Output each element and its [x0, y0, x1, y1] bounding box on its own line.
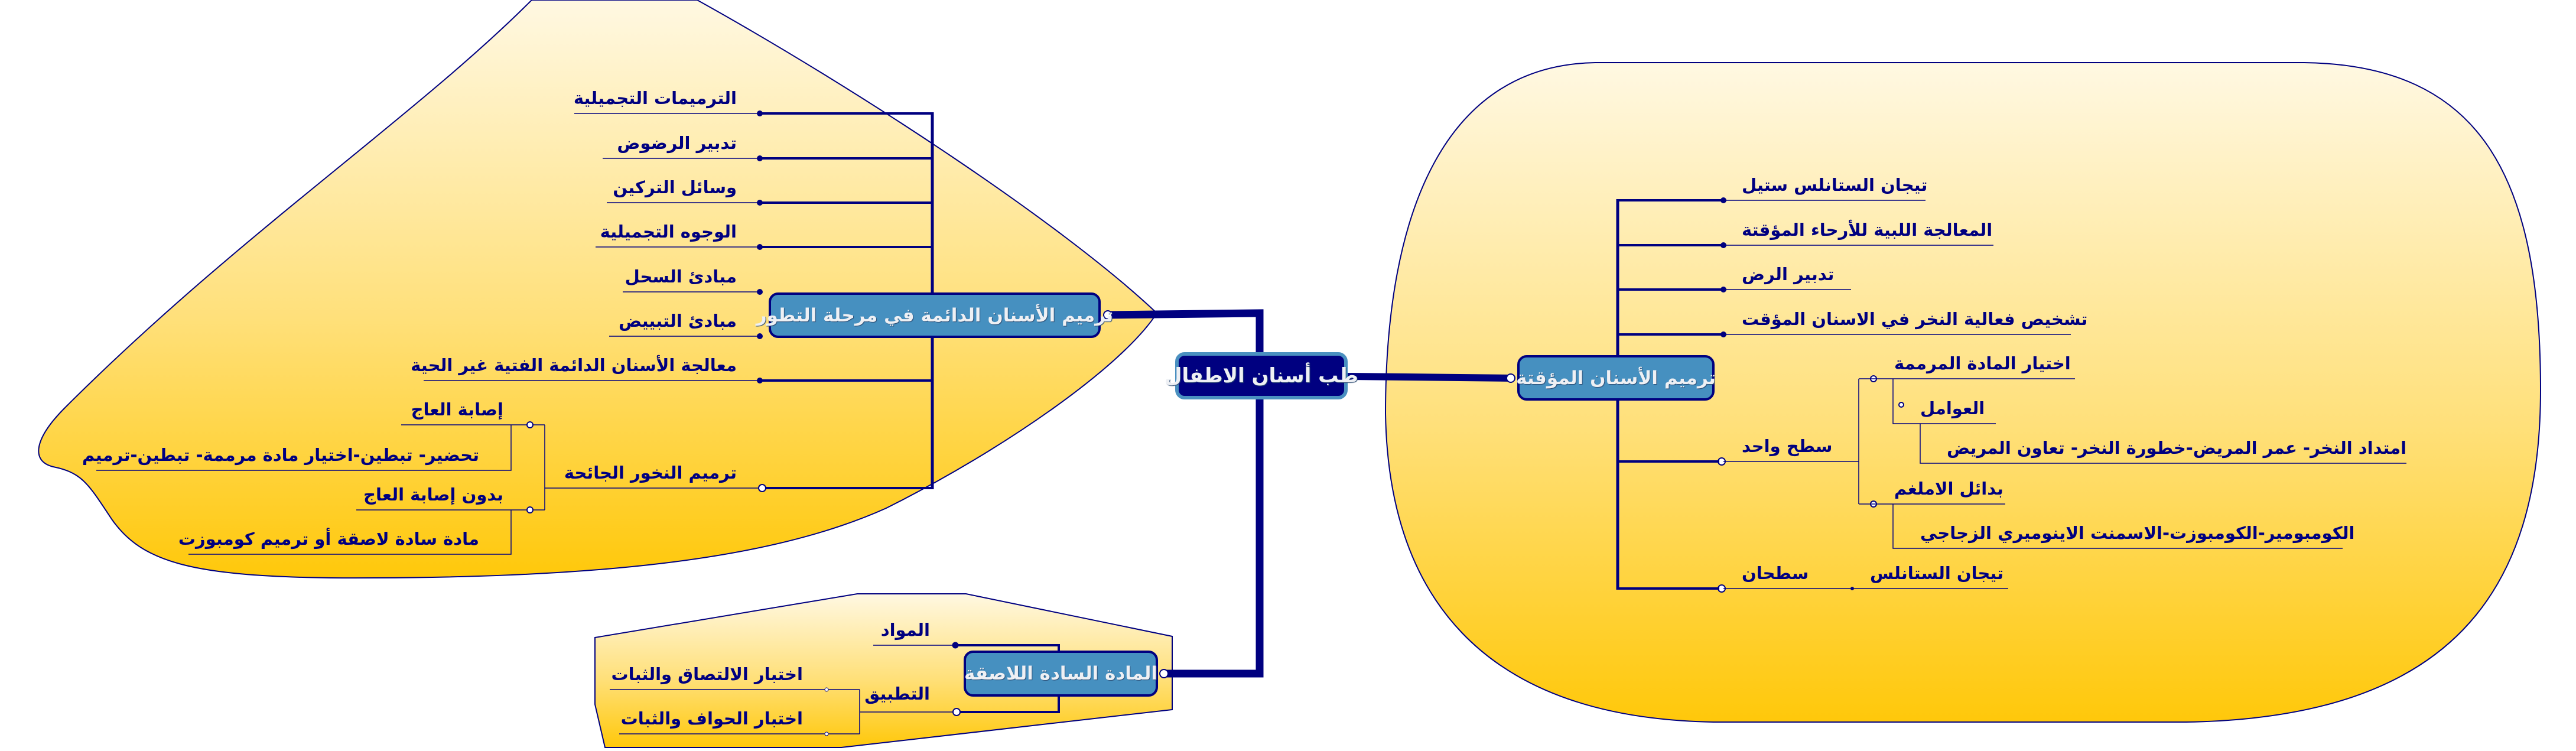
subtopic-label[interactable]: سطحان [1742, 563, 1809, 583]
topic-label: ترميم الأسنان الدائمة في مرحلة التطور [756, 304, 1114, 326]
subtopic-label[interactable]: اختبار الحواف والثبات [620, 708, 803, 729]
subtopic-label[interactable]: تحضير- تبطين-اختيار مادة مرممة- تبطين-تر… [82, 445, 479, 465]
left-branch-dots [757, 110, 763, 383]
bottom-region [594, 593, 1173, 748]
topic-sealant-material[interactable]: المادة السادة اللاصقة [964, 651, 1158, 697]
subtopic-label[interactable]: المواد [880, 620, 930, 640]
subtopic-label[interactable]: بدائل الاملغم [1894, 479, 2003, 499]
right-branch-dots [1720, 197, 1854, 590]
subtopic-label[interactable]: بدون إصابة العاج [363, 485, 503, 505]
subtopic-label[interactable]: تدبير الرض [1742, 264, 1835, 284]
subtopic-label[interactable]: تيجان الستانلس [1870, 563, 2004, 583]
subtopic-label[interactable]: اختبار الالتصاق والثبات [611, 664, 803, 684]
subtopic-label[interactable]: اختيار المادة المرممة [1894, 353, 2071, 373]
subtopic-label[interactable]: سطح واحد [1742, 436, 1833, 456]
subtopic-label[interactable]: المعالجة اللبية للأرحاء المؤقتة [1742, 220, 1993, 240]
topic-label: المادة السادة اللاصقة [964, 663, 1157, 684]
subtopic-label[interactable]: مبادئ التبييض [619, 311, 737, 331]
central-topic[interactable]: طب أسنان الاطفال [1165, 352, 1358, 399]
subtopic-label[interactable]: إصابة العاج [411, 399, 503, 420]
bottom-branch-lines [610, 642, 1060, 736]
subtopic-label[interactable]: الكومبومير-الكومبوزت-الاسمنت الاينوميري … [1920, 523, 2355, 543]
central-topic-label: طب أسنان الاطفال [1164, 364, 1359, 388]
subtopic-label[interactable]: مبادئ السحل [625, 266, 737, 287]
subtopic-label[interactable]: ترميم النخور الجائحة [564, 463, 737, 483]
right-region [1384, 62, 2542, 723]
subtopic-label[interactable]: التطبيق [864, 684, 930, 704]
left-region [38, 0, 1158, 579]
subtopic-label[interactable]: تيجان الستانلس ستيل [1742, 175, 1928, 195]
topic-permanent-teeth-restoration[interactable]: ترميم الأسنان الدائمة في مرحلة التطور [756, 292, 1113, 338]
subtopic-label[interactable]: معالجة الأسنان الدائمة الفتية غير الحية [411, 355, 737, 375]
subtopic-label[interactable]: الترميمات التجميلية [573, 88, 737, 108]
subtopic-label[interactable]: مادة سادة لاصقة أو ترميم كومبوزت [178, 529, 479, 549]
subtopic-label[interactable]: وسائل التركين [613, 177, 737, 197]
subtopic-label[interactable]: امتداد النخر- عمر المريض-خطورة النخر- تع… [1947, 438, 2407, 458]
topic-label: ترميم الأسنان المؤقتة [1516, 367, 1716, 389]
subtopic-label[interactable]: تشخيص فعالية النخر في الاسنان المؤقت [1742, 309, 2088, 329]
subtopic-label[interactable]: تدبير الرضوض [617, 133, 737, 153]
topic-primary-teeth-restoration[interactable]: ترميم الأسنان المؤقتة [1516, 355, 1716, 401]
collapse-toggles[interactable] [526, 310, 1904, 716]
subtopic-label[interactable]: الوجوه التجميلية [600, 222, 737, 242]
subtopic-label[interactable]: العوامل [1920, 398, 1985, 418]
main-connectors [1107, 309, 1513, 678]
